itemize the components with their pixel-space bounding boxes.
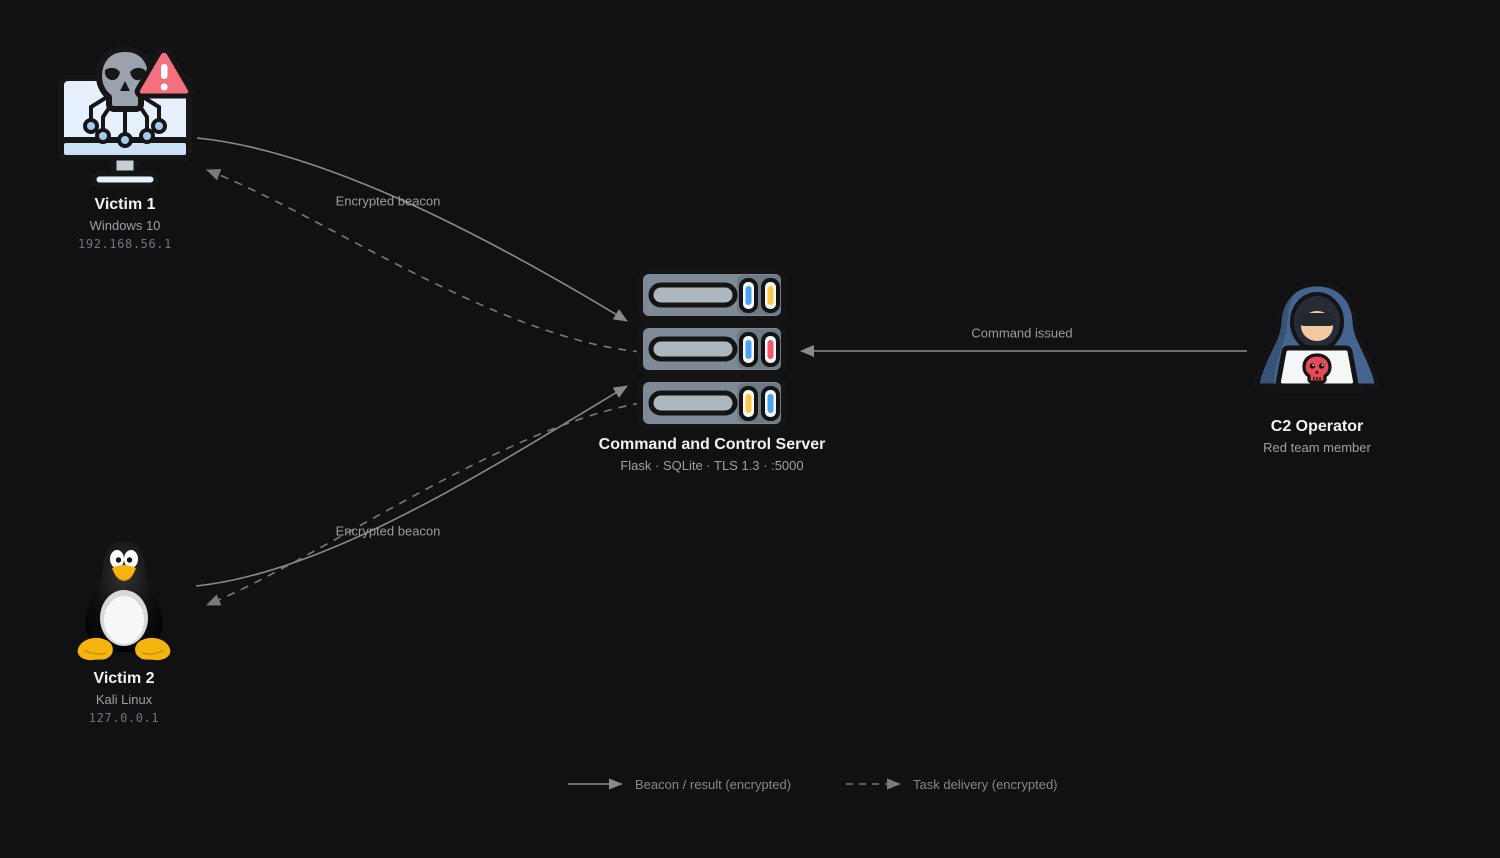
hacker-icon xyxy=(1254,281,1380,393)
victim1-title: Victim 1 xyxy=(94,196,156,213)
red-skull-icon xyxy=(1302,353,1332,384)
victim2-os: Kali Linux xyxy=(95,692,153,707)
legend-solid-item: Beacon / result (encrypted) xyxy=(568,776,791,792)
operator-title: C2 Operator xyxy=(1270,418,1364,435)
server-unit-3 xyxy=(637,376,787,430)
victim2-title: Victim 2 xyxy=(93,670,155,687)
node-server: Command and Control Server Flask · SQLit… xyxy=(552,268,872,473)
victim1-os: Windows 10 xyxy=(89,218,161,233)
edge-label-encrypted-beacon-bottom: Encrypted beacon xyxy=(335,523,441,539)
warning-triangle-icon xyxy=(134,47,194,99)
tux-penguin-icon xyxy=(77,541,171,661)
server-title: Command and Control Server xyxy=(598,436,826,453)
server-stack: Flask · SQLite · TLS 1.3 · :5000 xyxy=(620,458,804,473)
tux-left-foot xyxy=(77,637,113,661)
operator-role: Red team member xyxy=(1263,440,1371,455)
node-operator: C2 Operator Red team member xyxy=(1187,280,1447,455)
dashed-arrow-icon xyxy=(846,778,901,790)
tux-right-foot xyxy=(135,637,171,661)
server-unit-1 xyxy=(637,268,787,322)
legend-solid-label: Beacon / result (encrypted) xyxy=(635,776,792,792)
server-unit-2 xyxy=(637,322,787,376)
victim2-ip: 127.0.0.1 xyxy=(88,711,160,725)
server-rack-icon xyxy=(637,268,787,430)
victim1-ip: 192.168.56.1 xyxy=(78,237,172,251)
legend-dashed-label: Task delivery (encrypted) xyxy=(913,776,1058,792)
node-victim2: Victim 2 Kali Linux 127.0.0.1 xyxy=(14,538,234,725)
edge-label-command-issued: Command issued xyxy=(971,325,1073,341)
node-victim1: Victim 1 Windows 10 192.168.56.1 xyxy=(15,45,235,251)
edge-label-encrypted-beacon-top: Encrypted beacon xyxy=(335,193,441,209)
infected-computer-icon xyxy=(58,46,194,188)
legend-dashed-item: Task delivery (encrypted) xyxy=(846,776,1058,792)
solid-arrow-icon xyxy=(568,778,623,790)
mask-band xyxy=(1298,313,1336,326)
tux-beak xyxy=(112,565,136,580)
